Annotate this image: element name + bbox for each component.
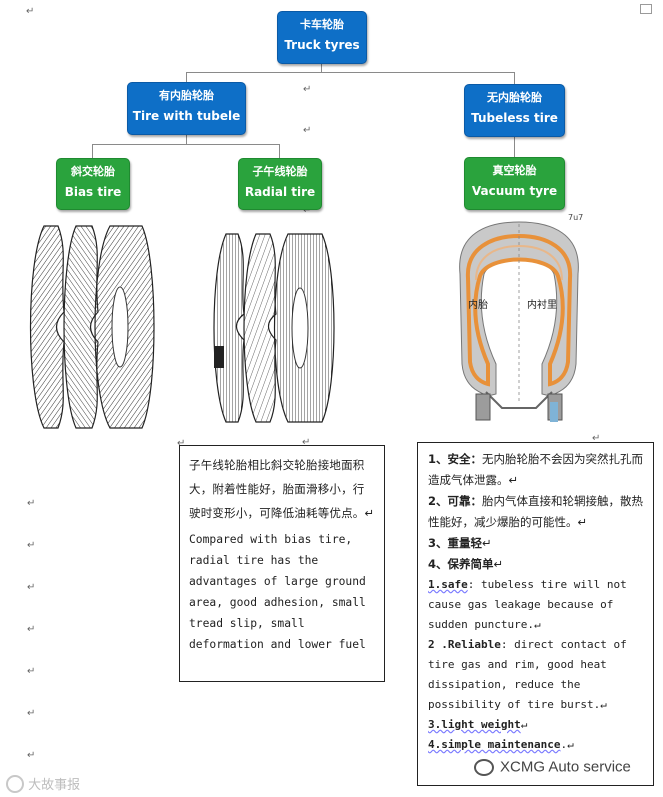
connector-left-horizontal (92, 144, 280, 145)
advantage-cn-2: 2、可靠：胎内气体直接和轮辋接触，散热性能好，减少爆胎的可能性。↵ (428, 491, 645, 533)
advantage-cn-2-title: 可靠： (447, 494, 483, 508)
advantage-cn-2-num: 2、 (428, 494, 448, 508)
advantage-cn-1: 1、安全：无内胎轮胎不会因为突然扎孔而造成气体泄露。↵ (428, 449, 645, 491)
connector-right-up (514, 72, 515, 84)
advantage-en-1-title: 1.safe (428, 578, 468, 591)
connector-radial-up (279, 144, 280, 158)
advantage-cn-1-text: 无内胎轮胎不会因为突然扎孔而造成气体泄露。↵ (428, 452, 644, 487)
node-tire-with-tube-en: Tire with tubele (132, 109, 241, 123)
radial-comparison-cn: 子午线轮胎相比斜交轮胎接地面积大，附着性能好，胎面滑移小，行驶时变形小，可降低油… (189, 458, 375, 520)
advantage-cn-3-text: ↵ (482, 536, 492, 550)
advantage-en-3-title: 3.light weight (428, 718, 521, 731)
return-mark: ↵ (27, 750, 36, 761)
node-tubeless-tire-cn: 无内胎轮胎 (487, 91, 542, 104)
watermark-left-text: 大故事报 (28, 778, 81, 793)
advantage-cn-3-num: 3、 (428, 536, 448, 550)
return-mark: ↵ (177, 438, 186, 449)
tubeless-advantages-box: 1、安全：无内胎轮胎不会因为突然扎孔而造成气体泄露。↵ 2、可靠：胎内气体直接和… (417, 442, 654, 786)
advantage-cn-4-title: 保养简单 (447, 557, 494, 571)
advantage-en-2-title: 2 .Reliable (428, 638, 501, 651)
advantage-cn-1-num: 1、 (428, 452, 448, 466)
node-tubeless-tire: 无内胎轮胎 Tubeless tire (464, 84, 565, 137)
advantage-en-4: 4.simple maintenance.↵ (428, 735, 645, 755)
radial-tire-illustration (213, 233, 335, 423)
node-truck-tyres-en: Truck tyres (284, 38, 360, 52)
return-mark: ↵ (27, 498, 36, 509)
node-tire-with-tube-cn: 有内胎轮胎 (159, 89, 214, 102)
advantage-en-2: 2 .Reliable: direct contact of tire gas … (428, 635, 645, 715)
node-radial-tire-en: Radial tire (244, 185, 316, 199)
bias-tire-illustration (29, 225, 155, 429)
node-tire-with-tube: 有内胎轮胎 Tire with tubele (127, 82, 246, 135)
node-vacuum-tyre-cn: 真空轮胎 (492, 164, 537, 177)
node-bias-tire-en: Bias tire (64, 185, 122, 199)
node-truck-tyres: 卡车轮胎 Truck tyres (277, 11, 367, 64)
return-mark: ↵ (303, 125, 312, 136)
radial-comparison-box: 子午线轮胎相比斜交轮胎接地面积大，附着性能好，胎面滑移小，行驶时变形小，可降低油… (179, 445, 385, 682)
return-mark: ↵ (303, 205, 312, 216)
vacuum-label-inner-tube: 内胎 (468, 300, 488, 311)
advantage-cn-4: 4、保养简单↵ (428, 554, 645, 575)
connector-root-horizontal (186, 72, 515, 73)
advantage-cn-3: 3、重量轻↵ (428, 533, 645, 554)
connector-root-down (321, 64, 322, 72)
advantage-en-1: 1.safe: tubeless tire will not cause gas… (428, 575, 645, 635)
advantage-en-3-text: ↵ (520, 718, 528, 731)
node-vacuum-tyre-en: Vacuum tyre (471, 184, 558, 198)
watermark-left: 大故事报 (6, 774, 80, 793)
advantage-en-1-text: : tubeless tire will not cause gas leaka… (428, 578, 627, 631)
return-mark: ↵ (27, 624, 36, 635)
anchor-mark (640, 4, 652, 14)
node-radial-tire: 子午线轮胎 Radial tire (238, 158, 322, 210)
advantage-en-2-text: : direct contact of tire gas and rim, go… (428, 638, 627, 711)
node-bias-tire: 斜交轮胎 Bias tire (56, 158, 130, 210)
return-mark: ↵ (27, 666, 36, 677)
connector-left-up (186, 72, 187, 82)
connector-bias-up (92, 144, 93, 158)
radial-comparison-en: Compared with bias tire, radial tire has… (189, 533, 366, 651)
return-mark: ↵ (302, 437, 311, 448)
advantage-en-4-text: .↵ (560, 738, 574, 751)
connector-left-down (186, 135, 187, 144)
wechat-icon (474, 758, 494, 776)
return-mark: ↵ (27, 708, 36, 719)
node-truck-tyres-cn: 卡车轮胎 (300, 18, 344, 31)
node-bias-tire-cn: 斜交轮胎 (71, 165, 115, 178)
vacuum-corner-mark: 7u7 (568, 213, 584, 222)
return-mark: ↵ (303, 84, 312, 95)
watermark-right-text: XCMG Auto service (500, 758, 631, 776)
advantage-cn-4-num: 4、 (428, 557, 448, 571)
watermark-logo-icon (6, 774, 24, 793)
advantage-en-4-title: 4.simple maintenance (428, 738, 561, 751)
vacuum-tyre-illustration (459, 221, 579, 422)
advantage-en-3: 3.light weight↵ (428, 715, 645, 735)
node-radial-tire-cn: 子午线轮胎 (252, 165, 308, 178)
advantages-en-list: 1.safe: tubeless tire will not cause gas… (428, 575, 645, 755)
advantage-cn-2-text: 胎内气体直接和轮辋接触，散热性能好，减少爆胎的可能性。↵ (428, 494, 644, 529)
node-vacuum-tyre: 真空轮胎 Vacuum tyre (464, 157, 565, 210)
node-tubeless-tire-en: Tubeless tire (471, 111, 558, 125)
advantage-cn-3-title: 重量轻 (447, 536, 483, 550)
vacuum-label-inner-liner: 内衬里 (527, 300, 557, 311)
connector-right-down (514, 137, 515, 157)
advantage-cn-1-title: 安全： (447, 452, 483, 466)
advantage-cn-4-text: ↵ (493, 557, 504, 571)
return-mark: ↵ (27, 540, 36, 551)
return-mark: ↵ (27, 582, 36, 593)
advantages-cn-list: 1、安全：无内胎轮胎不会因为突然扎孔而造成气体泄露。↵ 2、可靠：胎内气体直接和… (428, 449, 645, 575)
watermark-right: XCMG Auto service (474, 758, 631, 776)
return-mark: ↵ (592, 433, 601, 444)
return-mark: ↵ (26, 6, 35, 17)
